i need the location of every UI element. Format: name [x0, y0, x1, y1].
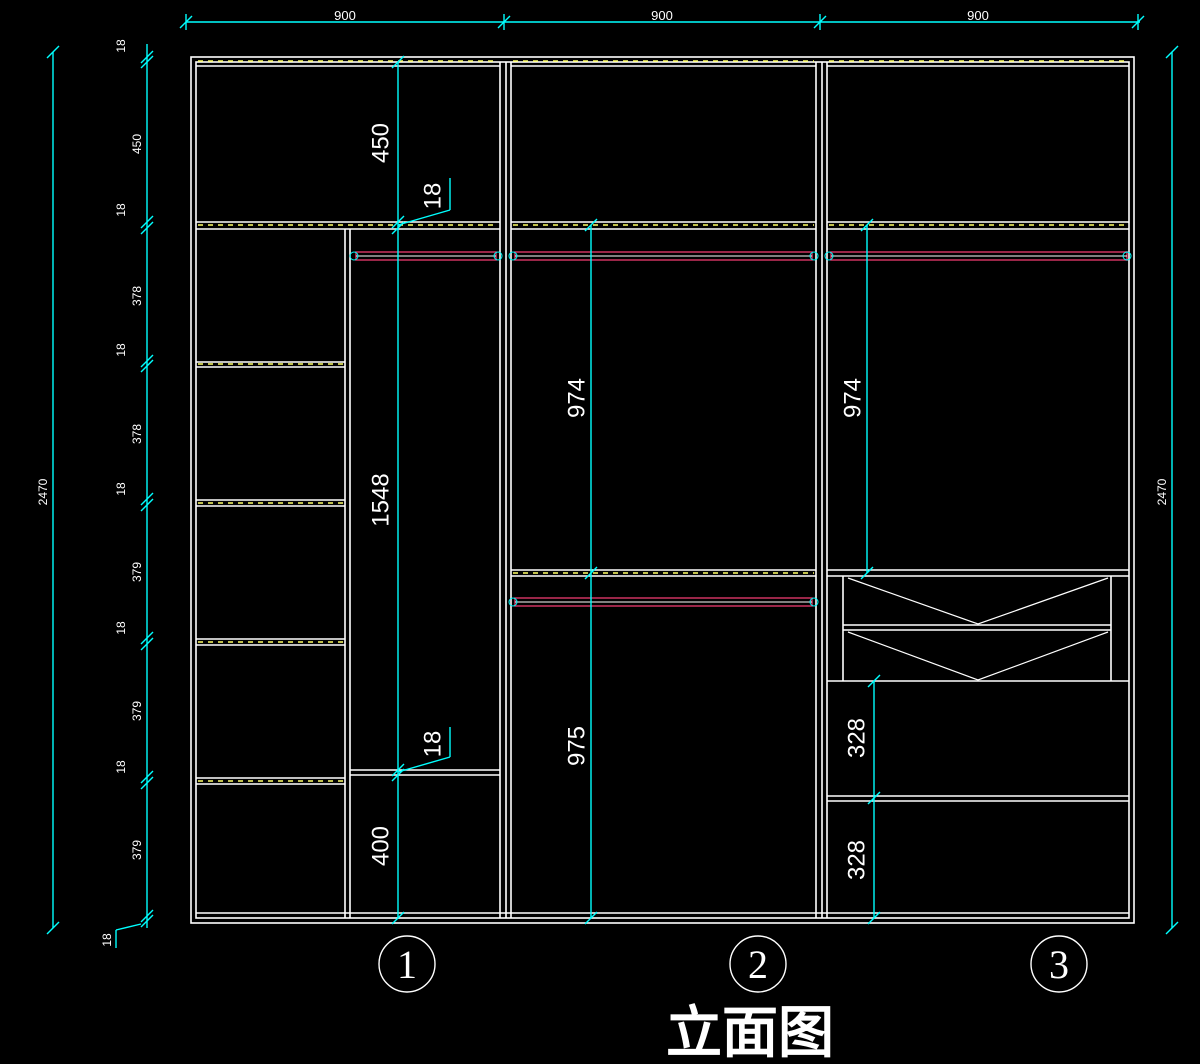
left-dim-11: 18: [114, 760, 128, 774]
hanging-rods: [349, 251, 1132, 607]
left-dim-6: 378: [130, 424, 144, 444]
bay3-drawer-dim-1: 328: [843, 718, 870, 758]
bay-label-2: 2: [729, 935, 787, 993]
bay2-upper-dim: 974: [563, 378, 590, 418]
left-dim-4: 378: [130, 286, 144, 306]
rod-bay2-lower: [508, 597, 819, 607]
left-dim-13: 18: [100, 933, 114, 947]
bay1-low-shelf-dim: 18: [419, 731, 446, 758]
inner-frame: [195, 61, 1130, 919]
left-dim-5: 18: [114, 343, 128, 357]
left-dim-8: 379: [130, 562, 144, 582]
bay-number-3: 3: [1049, 942, 1069, 987]
cabinet-carcass: [190, 56, 1135, 924]
drawer-front-2: [847, 631, 1109, 681]
left-dim-3: 18: [114, 203, 128, 217]
top-dim-3: 900: [967, 8, 989, 23]
overall-height-left: 2470: [36, 478, 50, 505]
drawing-title: 立面图: [666, 1001, 834, 1064]
bay1-bottom-dim: 400: [367, 826, 394, 866]
bay2-lower-dim: 975: [563, 726, 590, 766]
top-dim-2: 900: [651, 8, 673, 23]
left-dim-12: 379: [130, 840, 144, 860]
bay-number-1: 1: [397, 942, 417, 987]
left-dim-7: 18: [114, 482, 128, 496]
shelf-edge-hatch: [198, 60, 1127, 782]
left-dim-10: 379: [130, 701, 144, 721]
rod-bay2-upper: [508, 251, 819, 261]
rod-bay1: [349, 251, 503, 261]
drawer-fronts: [847, 577, 1109, 681]
left-dim-1: 18: [114, 39, 128, 53]
bay1-hanging-dim: 1548: [367, 473, 394, 526]
left-dim-9: 18: [114, 621, 128, 635]
bay3-upper-dim: 974: [839, 378, 866, 418]
bay1-top-dim: 450: [367, 123, 394, 163]
dimension-lines: [46, 14, 1179, 948]
bay3-drawer-dim-2: 328: [843, 840, 870, 880]
left-dim-2: 450: [130, 134, 144, 154]
bay1-top-shelf-dim: 18: [419, 183, 446, 210]
bay-label-1: 1: [378, 935, 436, 993]
outer-frame: [190, 56, 1135, 924]
overall-height-right: 2470: [1155, 478, 1169, 505]
rod-bay3: [824, 251, 1132, 261]
drawer-front-1: [847, 577, 1109, 625]
top-dim-1: 900: [334, 8, 356, 23]
bay-labels: 1 2 3: [378, 935, 1088, 993]
bay-label-3: 3: [1030, 935, 1088, 993]
bay-number-2: 2: [748, 942, 768, 987]
